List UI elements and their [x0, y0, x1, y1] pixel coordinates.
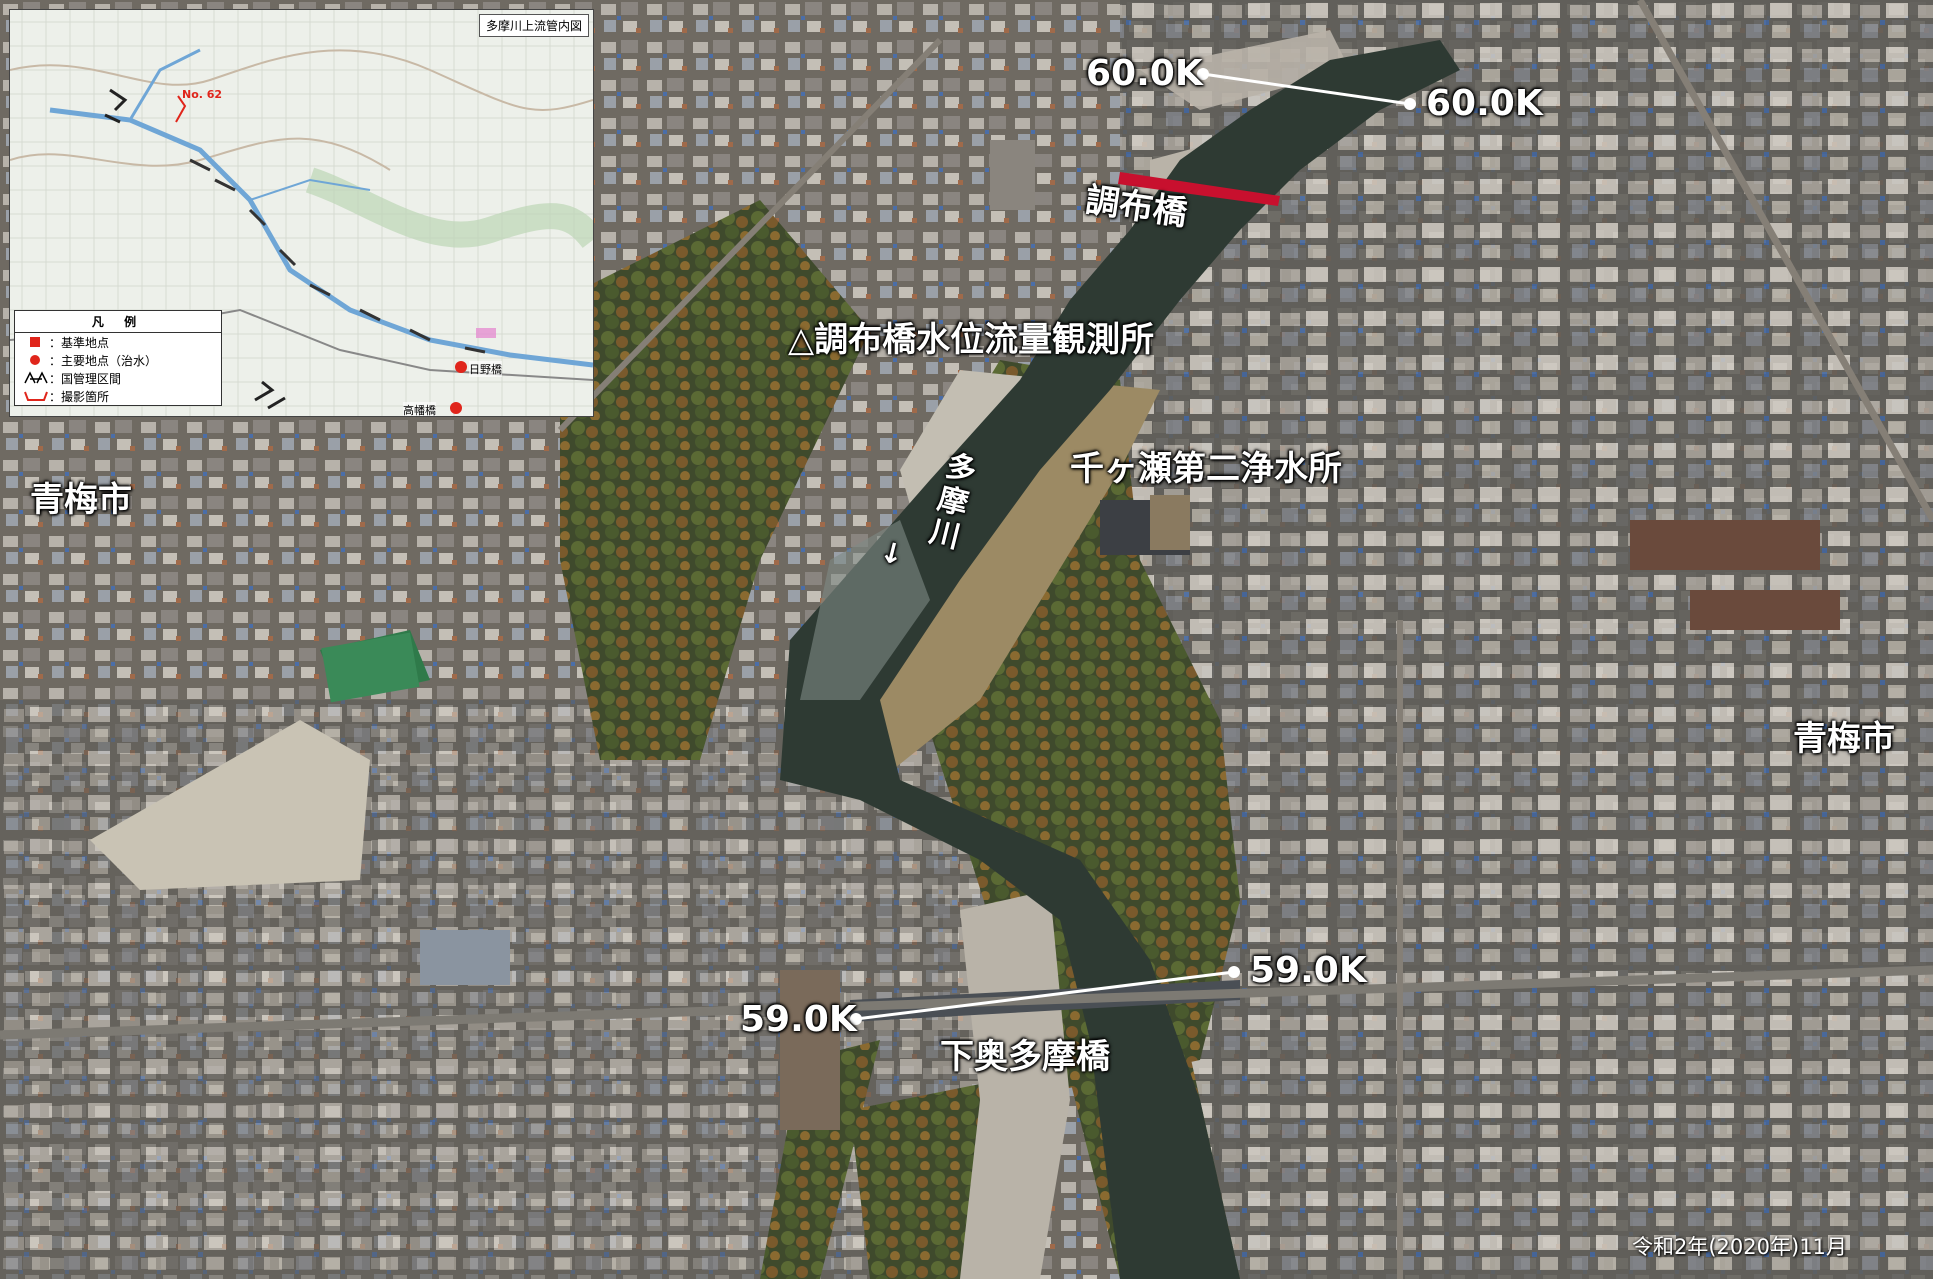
legend-item-main-point: ：主要地点（治水）: [15, 351, 221, 369]
legend-item-photo-location: ：撮影箇所: [15, 387, 221, 405]
photo-date: 令和2年(2020年)11月: [1632, 1235, 1847, 1259]
boundary-arrows-icon: [23, 371, 49, 385]
km-marker-60-right: 60.0K: [1426, 83, 1543, 124]
hino-bridge-label: 日野橋: [469, 361, 502, 377]
km-marker-59-right: 59.0K: [1250, 950, 1367, 991]
legend-item-reference-point: ：基準地点: [15, 333, 221, 351]
red-bracket-icon: [23, 389, 49, 403]
inset-map-title: 多摩川上流管内図: [478, 14, 589, 37]
legend-title: 凡 例: [15, 311, 221, 333]
legend-label: ：撮影箇所: [49, 389, 110, 404]
city-label-right: 青梅市: [1793, 719, 1895, 759]
red-circle-icon: [23, 353, 49, 367]
inset-map: 多摩川上流管内図 No. 62 凡 例 ：基準地点 ：主要地点（治水） ：国管理…: [9, 9, 594, 417]
city-label-left: 青梅市: [30, 480, 132, 520]
legend-label: ：国管理区間: [49, 371, 122, 386]
map-legend: 凡 例 ：基準地点 ：主要地点（治水） ：国管理区間 ：撮影箇所: [14, 310, 222, 406]
shimo-okutama-bridge-label: 下奥多摩橋: [940, 1037, 1110, 1077]
takahata-bridge-label: 高幡橋: [403, 402, 436, 417]
legend-label: ：基準地点: [49, 335, 110, 350]
red-square-icon: [23, 335, 49, 349]
legend-item-managed-section: ：国管理区間: [15, 369, 221, 387]
gauging-station-label: △調布橋水位流量観測所: [788, 320, 1155, 360]
km-marker-59-left: 59.0K: [740, 999, 857, 1040]
water-plant-label: 千ヶ瀬第二浄水所: [1070, 449, 1342, 489]
km-marker-60-left: 60.0K: [1086, 53, 1203, 94]
photo-location-marker-label: No. 62: [182, 88, 223, 101]
legend-label: ：主要地点（治水）: [49, 353, 158, 368]
